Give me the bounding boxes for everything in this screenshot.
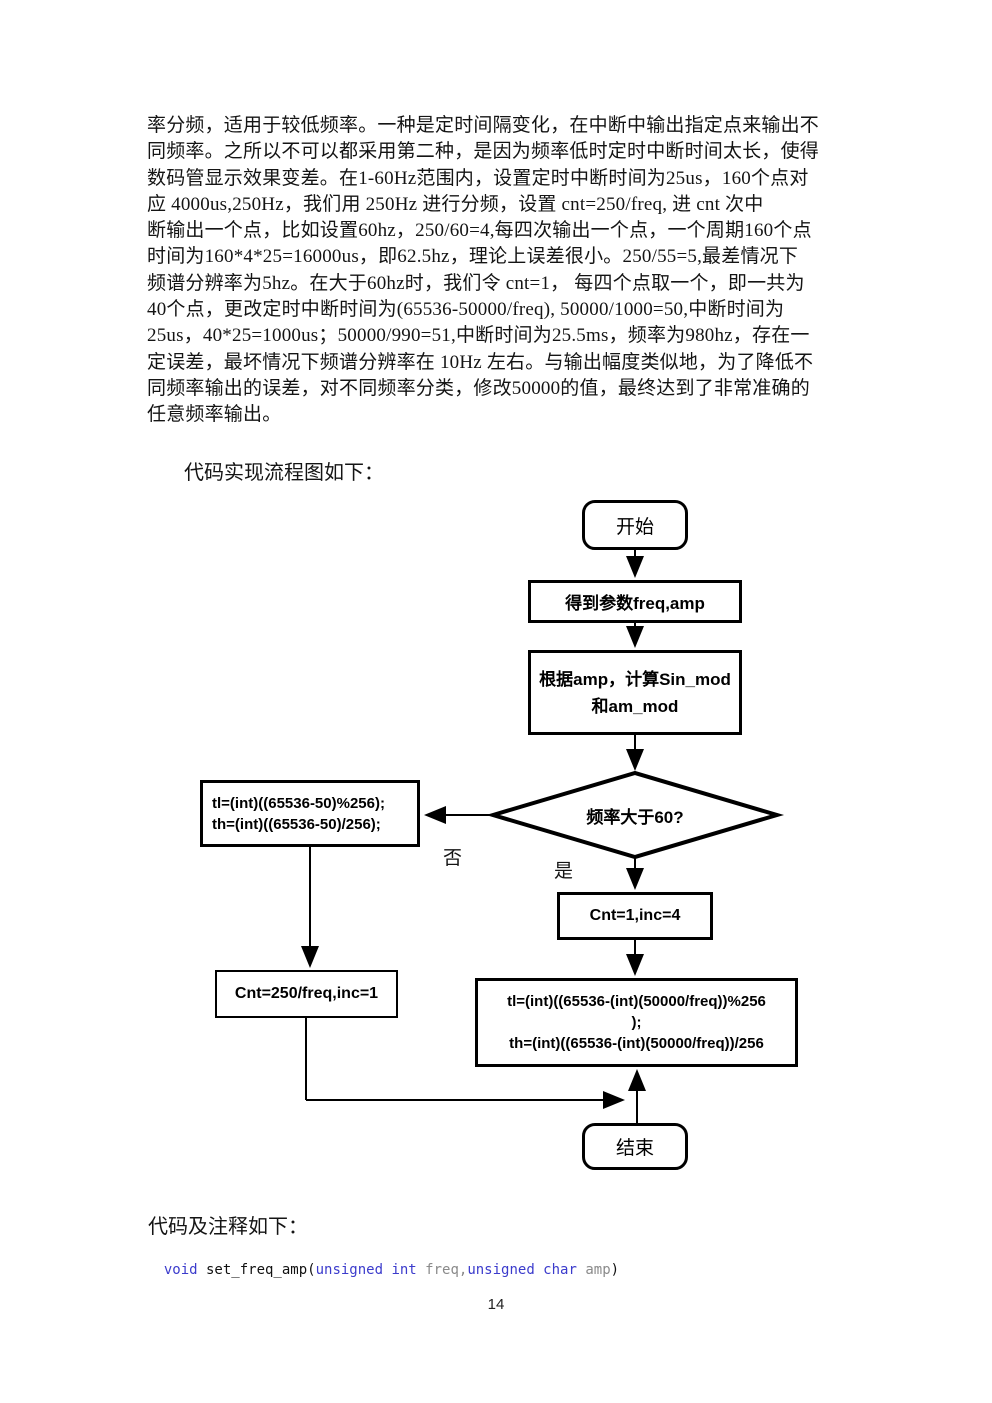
intro-line: 40个点，更改定时中断时间为(65536-50000/freq), 50000/… <box>147 299 785 321</box>
flow-node-cnt-low: Cnt=250/freq,inc=1 <box>215 970 398 1018</box>
code-section-heading: 代码及注释如下： <box>148 1216 308 1238</box>
flow-node-high-line1: tl=(int)((65536-(int)(50000/freq))%256 <box>507 993 766 1010</box>
intro-line: 应 4000us,250Hz，我们用 250Hz 进行分频，设置 cnt=250… <box>147 193 764 215</box>
flow-node-low-line1: tl=(int)((65536-50)%256); <box>212 794 385 812</box>
flow-branch-no-label: 否 <box>443 848 463 869</box>
flow-node-get-params: 得到参数freq,amp <box>528 580 742 623</box>
page-number: 14 <box>487 1296 505 1313</box>
flow-node-high-line3: th=(int)((65536-(int)(50000/freq))/256 <box>509 1035 764 1052</box>
code-token-identifier: amp <box>576 1262 611 1278</box>
intro-line: 任意频率输出。 <box>147 404 282 426</box>
code-token-keyword: unsigned char <box>467 1262 577 1278</box>
flow-node-calc-line1: 根据amp，计算Sin_mod <box>539 669 731 689</box>
intro-line: 数码管显示效果变差。在1-60Hz范围内，设置定时中断时间为25us，160个点… <box>147 167 809 189</box>
flow-branch-yes-label: 是 <box>554 861 574 882</box>
flow-node-high-freq-tl-th: tl=(int)((65536-(int)(50000/freq))%256 )… <box>475 978 798 1067</box>
code-token-identifier: freq, <box>416 1262 468 1278</box>
flow-node-calc-mod: 根据amp，计算Sin_mod 和am_mod <box>528 650 742 735</box>
intro-paragraph: 率分频，适用于较低频率。一种是定时间隔变化，在中断中输出指定点来输出不 同频率。… <box>147 113 853 429</box>
flow-node-cnt-high-label: Cnt=1,inc=4 <box>589 907 681 924</box>
flow-node-calc-line2: 和am_mod <box>591 696 679 716</box>
intro-line: 同频率。之所以不可以都采用第二种，是因为频率低时定时中断时间太长，使得 <box>147 141 820 163</box>
intro-line: 率分频，适用于较低频率。一种是定时间隔变化，在中断中输出指定点来输出不 <box>147 115 820 136</box>
code-token-keyword: unsigned int <box>315 1262 417 1278</box>
flow-node-end-label: 结束 <box>615 1138 654 1159</box>
code-token-keyword: void <box>163 1262 198 1278</box>
flowchart-caption: 代码实现流程图如下： <box>184 462 384 484</box>
flow-node-end: 结束 <box>582 1123 688 1170</box>
flow-node-start: 开始 <box>582 500 688 550</box>
intro-line: 25us，40*25=1000us；50000/990=51,中断时间为25.5… <box>147 325 810 347</box>
intro-line: 同频率输出的误差，对不同频率分类，修改50000的值，最终达到了非常准确的 <box>147 377 810 399</box>
flow-node-high-line2: ); <box>631 1014 642 1031</box>
intro-line: 定误差，最坏情况下频谱分辨率在 10Hz 左右。与输出幅度类似地，为了降低不 <box>147 351 814 373</box>
intro-line: 断输出一个点，比如设置60hz，250/60=4,每四次输出一个点，一个周期16… <box>147 220 812 242</box>
flow-node-cnt-low-label: Cnt=250/freq,inc=1 <box>234 985 379 1002</box>
flow-node-start-label: 开始 <box>615 516 654 538</box>
flow-node-get-params-label: 得到参数freq,amp <box>565 594 705 613</box>
flow-decision-label: 频率大于60? <box>586 807 684 827</box>
code-line: void set_freq_amp(unsigned int freq,unsi… <box>147 1240 619 1280</box>
code-token-plain: set_freq_amp( <box>197 1262 316 1278</box>
flow-node-low-line2: th=(int)((65536-50)/256); <box>212 815 381 833</box>
flow-node-cnt-high: Cnt=1,inc=4 <box>557 892 713 940</box>
flow-node-low-freq-tl-th: tl=(int)((65536-50)%256); th=(int)((6553… <box>200 780 420 847</box>
code-token-plain: ) <box>610 1262 620 1278</box>
intro-line: 频谱分辨率为5hz。在大于60hz时，我们令 cnt=1， 每四个点取一个，即一… <box>147 272 805 294</box>
intro-line: 时间为160*4*25=16000us，即62.5hz，理论上误差很小。250/… <box>147 246 799 268</box>
